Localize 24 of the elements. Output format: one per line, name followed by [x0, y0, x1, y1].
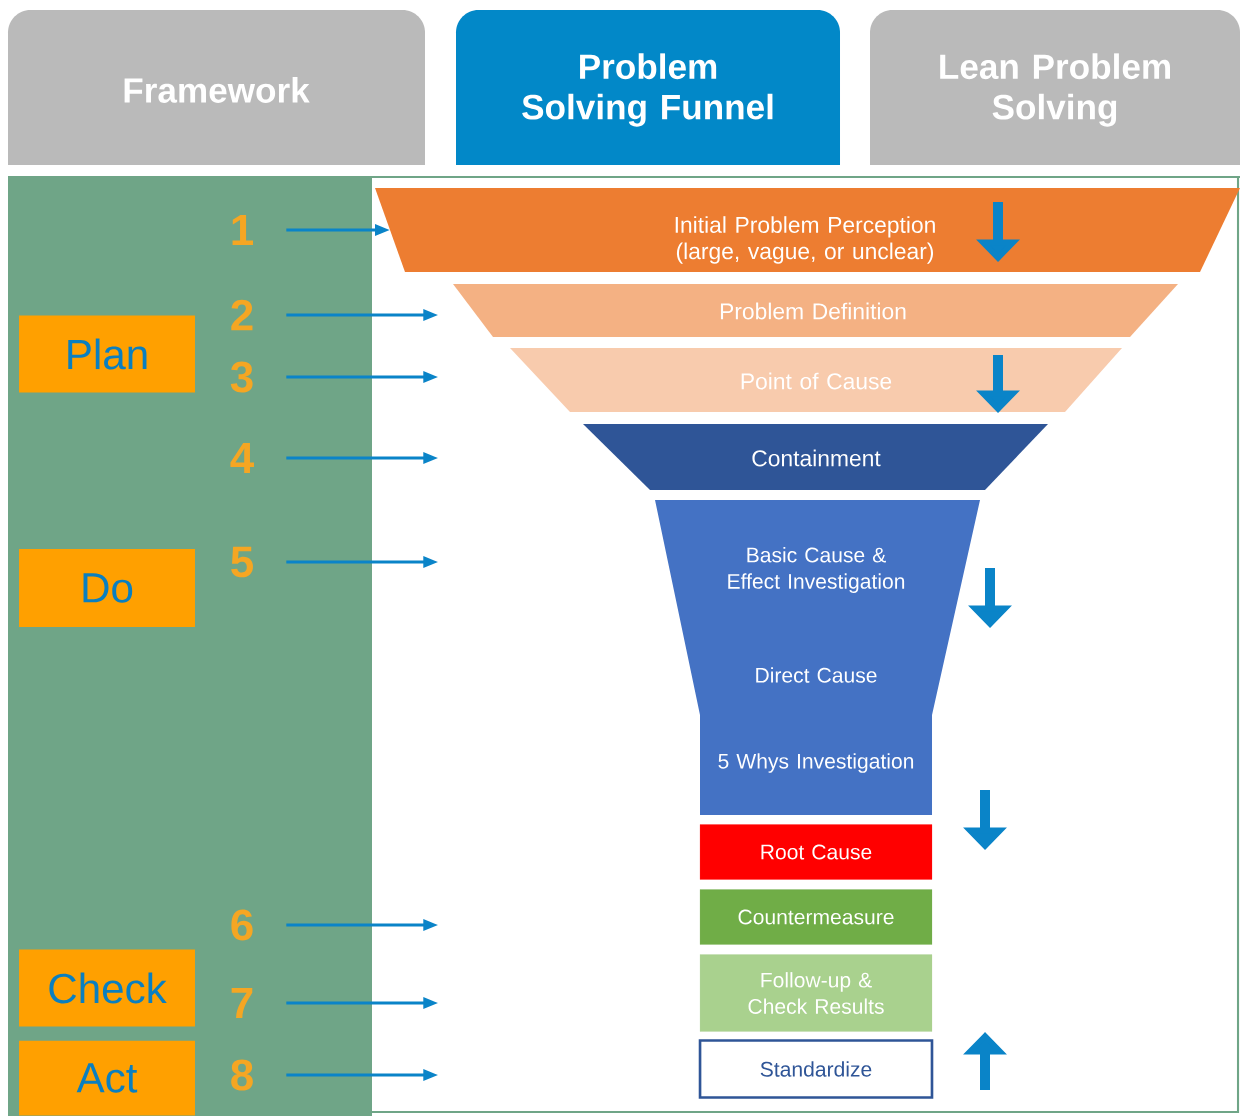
tab: Framework: [8, 10, 425, 165]
step-box: Follow-up & Check Results: [699, 954, 933, 1032]
phase-box: Plan: [19, 315, 195, 393]
phase-box: Check: [19, 949, 195, 1027]
step-number: 7: [231, 987, 253, 1019]
step-number: 5: [231, 546, 253, 578]
funnel-stem: Basic Cause & Effect Investigation Direct Cause 5 Whys Investigation: [655, 500, 980, 815]
funnel-layer: Containment: [583, 424, 1048, 490]
step-number: 1: [232, 214, 253, 246]
step-number: 6: [231, 909, 253, 941]
step-box: Countermeasure: [699, 889, 933, 945]
tab: Problem Solving Funnel: [456, 10, 840, 165]
funnel-layer: Initial Problem Perception (large, vague, or unclear): [375, 188, 1240, 272]
funnel-layer: Point of Cause: [510, 348, 1122, 412]
step-number: 3: [230, 361, 253, 393]
funnel-layer: Problem Definition: [453, 284, 1178, 337]
step-number: 2: [231, 299, 253, 331]
step-number: 8: [231, 1059, 253, 1091]
step-box: Root Cause: [699, 824, 933, 880]
step-box: Standardize: [698, 1039, 934, 1099]
tab: Lean Problem Solving: [870, 10, 1240, 165]
phase-box: Do: [19, 549, 195, 627]
step-number: 4: [230, 442, 254, 474]
phase-box: Act: [19, 1040, 195, 1116]
